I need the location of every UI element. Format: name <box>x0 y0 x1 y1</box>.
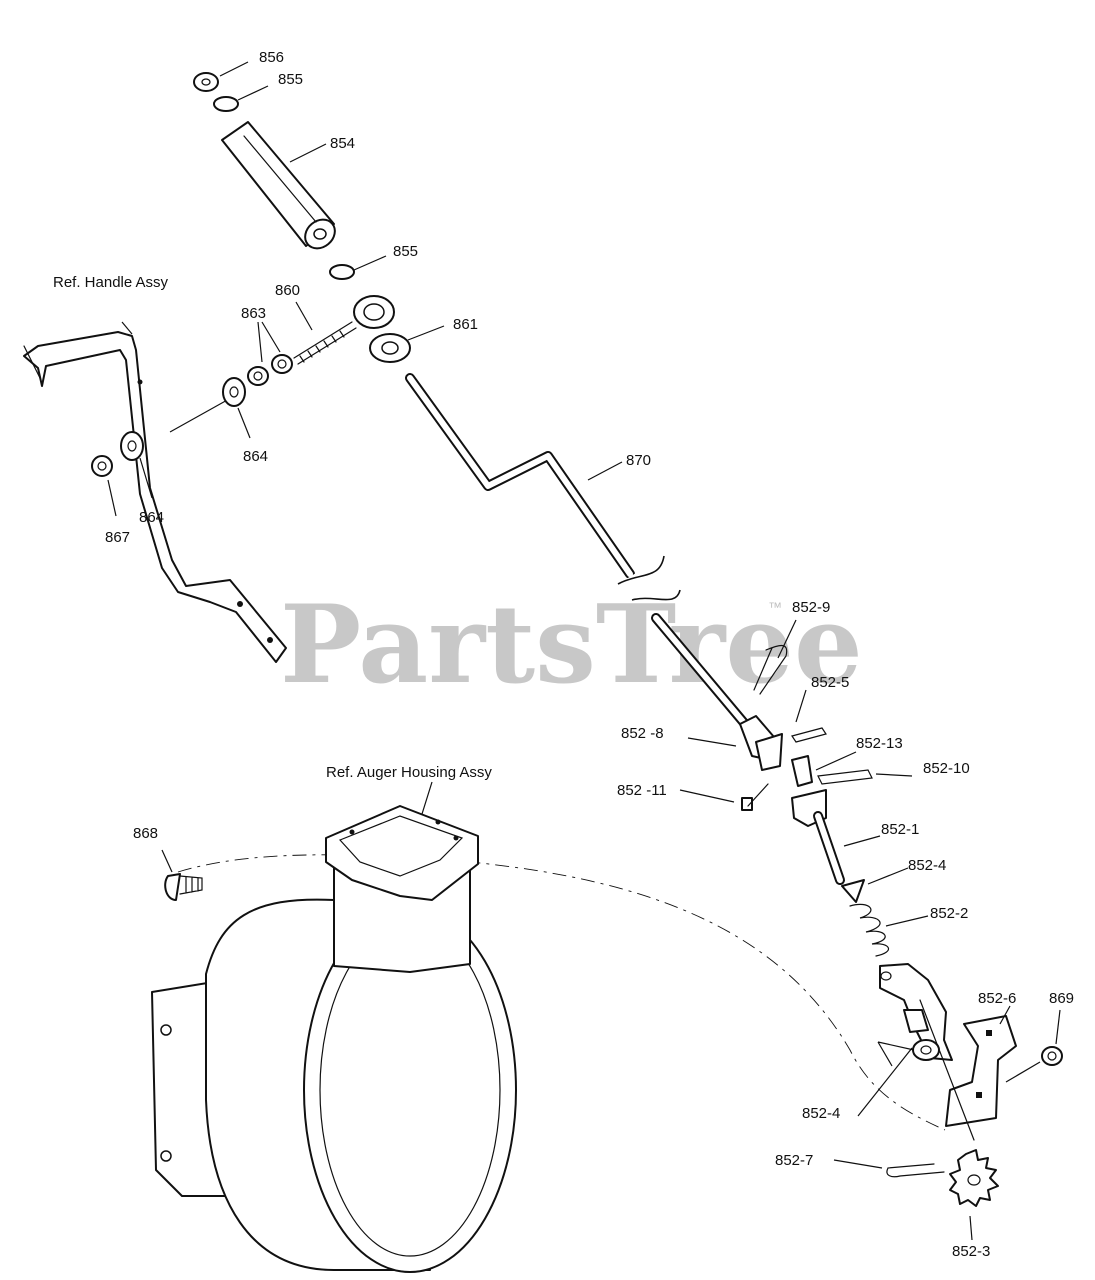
callout-labels: 856 855 854 855 860 863 861 864 864 867 … <box>53 49 1074 1260</box>
callout-870: 870 <box>626 452 651 469</box>
hairpin-852-7 <box>886 1163 945 1178</box>
callout-855-top: 855 <box>278 71 303 88</box>
assembly-dash-line <box>177 854 946 1131</box>
callout-868: 868 <box>133 825 158 842</box>
bolt-868 <box>164 873 203 901</box>
callout-869: 869 <box>1049 990 1074 1007</box>
ref-auger-housing-assy: Ref. Auger Housing Assy <box>326 764 492 781</box>
callout-863: 863 <box>241 305 266 322</box>
watermark-tm: ™ <box>768 599 782 615</box>
callout-852-7: 852-7 <box>775 1152 813 1169</box>
eyebolt-860 <box>293 295 395 365</box>
handle-assy <box>23 331 287 663</box>
callout-852-4-bot: 852-4 <box>802 1105 840 1122</box>
callout-854: 854 <box>330 135 355 152</box>
callout-861: 861 <box>453 316 478 333</box>
washer-855-top <box>213 96 239 112</box>
washer-855-mid <box>329 264 355 280</box>
gear-852-3 <box>949 1149 999 1207</box>
leader-lines <box>107 61 1061 1241</box>
callout-860: 860 <box>275 282 300 299</box>
callout-852-11: 852 -11 <box>617 782 667 799</box>
callout-852-8: 852 -8 <box>621 725 664 742</box>
bracket-852-6 <box>879 963 1017 1141</box>
callout-852-6: 852-6 <box>978 990 1016 1007</box>
callout-852-3: 852-3 <box>952 1243 990 1260</box>
callout-852-13: 852-13 <box>856 735 903 752</box>
callout-856: 856 <box>259 49 284 66</box>
auger-housing-assy <box>151 805 517 1273</box>
nuts-863 <box>247 354 293 386</box>
callout-867: 867 <box>105 529 130 546</box>
callout-852-9: 852-9 <box>792 599 830 616</box>
ref-handle-assy: Ref. Handle Assy <box>53 274 169 291</box>
callout-852-2: 852-2 <box>930 905 968 922</box>
watermark-text: PartsTree <box>280 582 863 708</box>
callout-852-1: 852-1 <box>881 821 919 838</box>
shift-linkage <box>739 644 889 957</box>
grip-854 <box>221 121 336 250</box>
rod-870 <box>405 373 755 735</box>
callout-864-top: 864 <box>243 448 268 465</box>
callout-864-bot: 864 <box>139 509 164 526</box>
callout-852-10: 852-10 <box>923 760 970 777</box>
callout-855-mid: 855 <box>393 243 418 260</box>
callout-852-4-top: 852-4 <box>908 857 946 874</box>
watermark: PartsTree ™ <box>280 582 863 708</box>
callout-852-5: 852-5 <box>811 674 849 691</box>
